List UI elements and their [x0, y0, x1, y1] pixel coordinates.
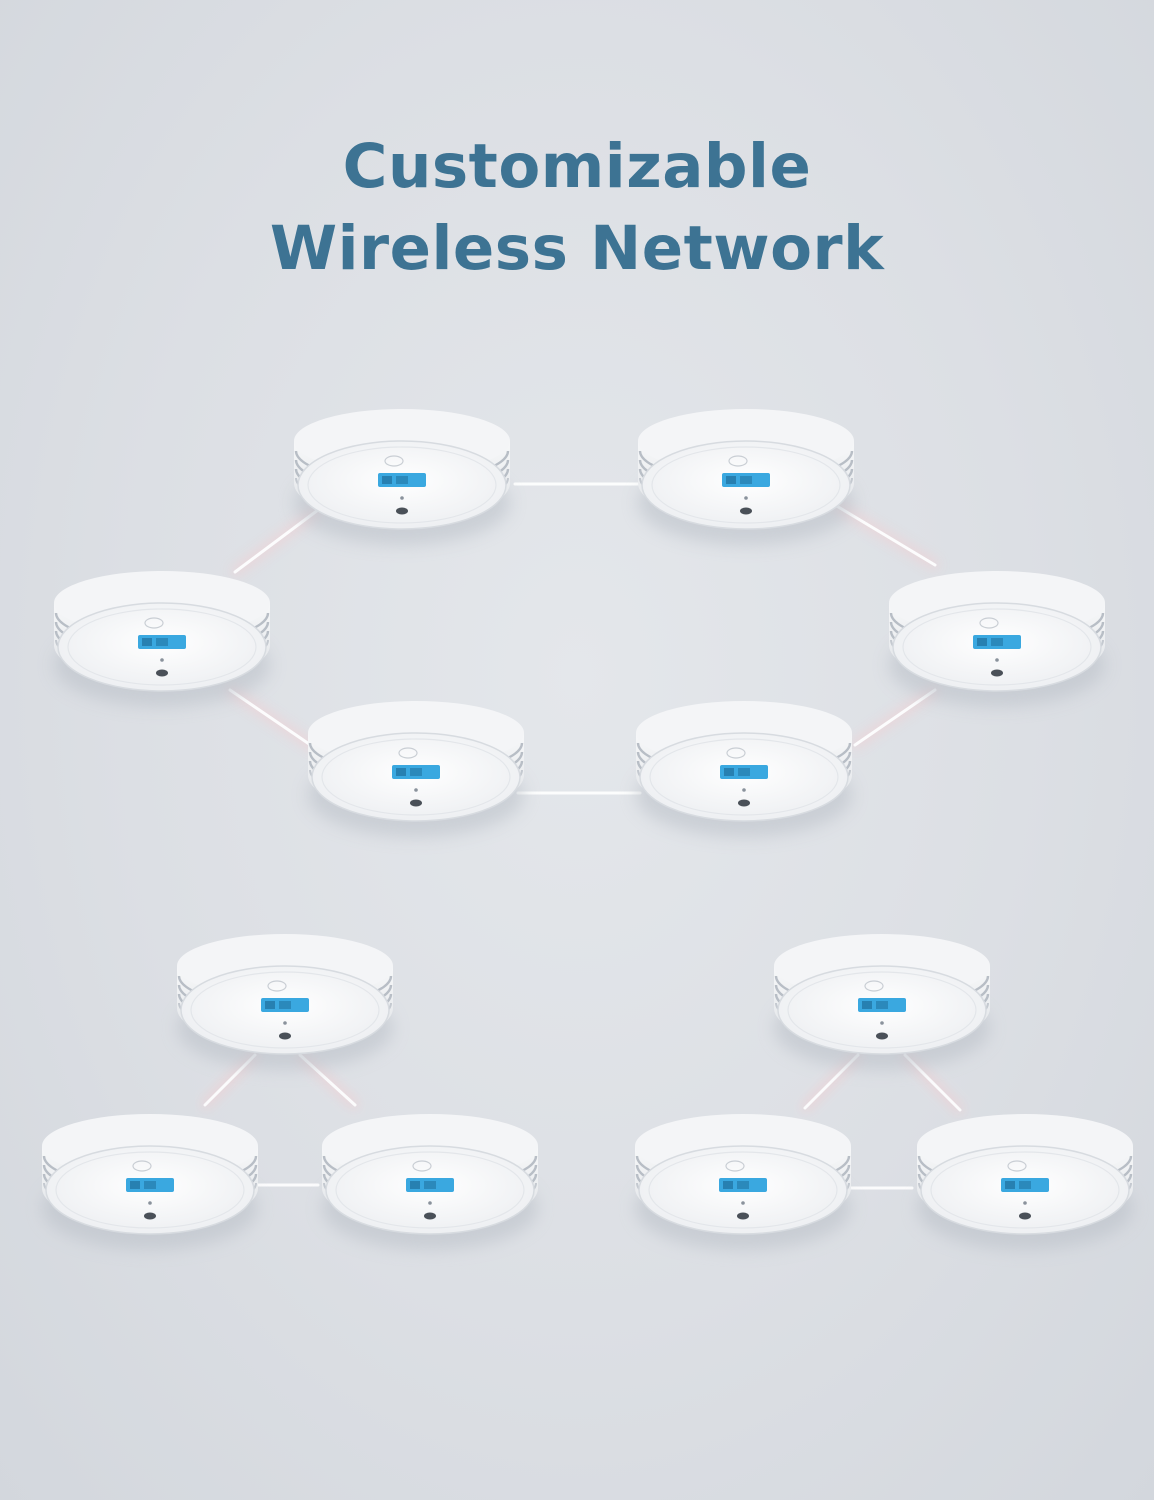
smoke-detector-hex-3	[54, 571, 270, 707]
hexagon-network	[54, 409, 1105, 837]
smoke-detector-tri-left-top	[177, 934, 393, 1070]
smoke-detector-tri-left-bottom-right	[322, 1114, 538, 1250]
smoke-detector-hex-4	[889, 571, 1105, 707]
smoke-detector-tri-left-bottom-left	[42, 1114, 258, 1250]
headline-line-2: Wireless Network	[269, 213, 885, 284]
smoke-detector-tri-right-top	[774, 934, 990, 1070]
triangle-right-network	[635, 934, 1133, 1250]
headline: Customizable Wireless Network	[0, 126, 1154, 290]
smoke-detector-tri-right-bottom-right	[917, 1114, 1133, 1250]
headline-line-1: Customizable	[342, 131, 812, 202]
smoke-detector-tri-right-bottom-left	[635, 1114, 851, 1250]
smoke-detector-hex-5	[308, 701, 524, 837]
smoke-detector-hex-6	[636, 701, 852, 837]
smoke-detector-hex-1	[294, 409, 510, 545]
hexagon-network-links	[226, 480, 939, 797]
smoke-detector-hex-2	[638, 409, 854, 545]
triangle-left-network	[42, 934, 538, 1250]
